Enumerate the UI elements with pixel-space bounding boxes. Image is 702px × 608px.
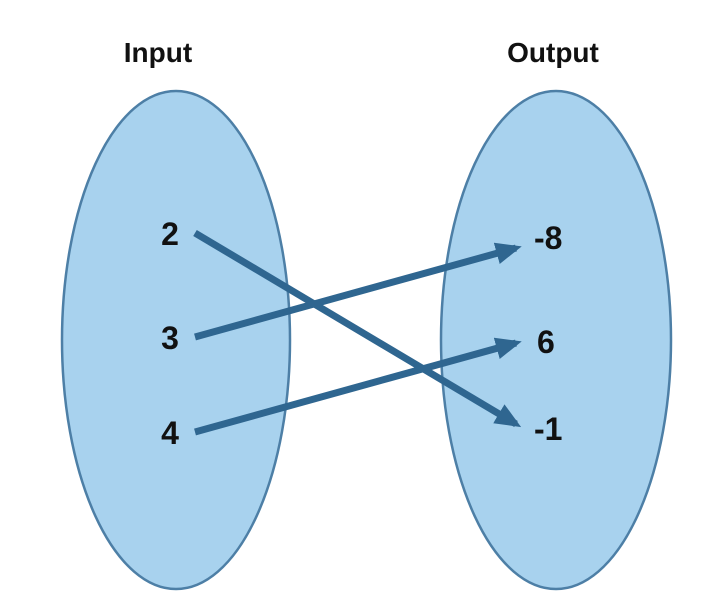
output-set-title: Output <box>507 37 599 68</box>
input-value-2: 3 <box>161 320 179 356</box>
output-value-1: -8 <box>534 220 562 256</box>
mapping-arrow-3-to--8 <box>194 242 522 341</box>
input-set-title: Input <box>124 37 192 68</box>
output-value-2: 6 <box>537 324 555 360</box>
output-value-3: -1 <box>534 411 562 447</box>
mapping-arrow-2-to--1 <box>193 229 522 428</box>
input-ellipse <box>60 89 292 591</box>
input-value-1: 2 <box>161 216 179 252</box>
input-value-3: 4 <box>161 415 179 451</box>
output-ellipse <box>439 89 673 591</box>
mapping-arrows <box>193 229 522 436</box>
mapping-arrow-4-to-6 <box>194 337 522 436</box>
